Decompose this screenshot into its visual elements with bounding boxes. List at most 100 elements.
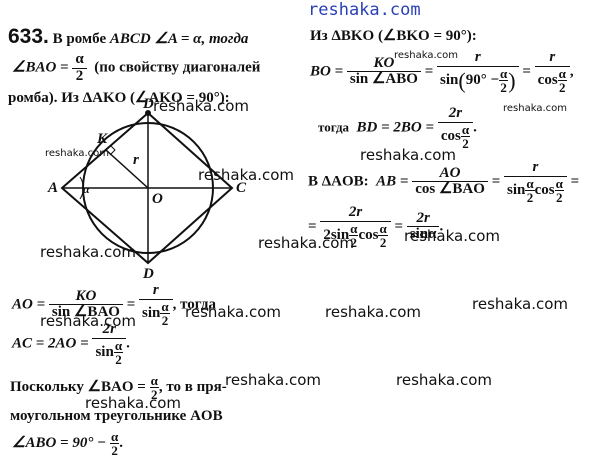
text: ABCD bbox=[109, 31, 151, 47]
watermark: reshaka.com bbox=[396, 371, 492, 389]
denominator: sin ∠BAO bbox=[51, 304, 120, 321]
problem-number: 633. bbox=[8, 25, 49, 48]
numerator: α bbox=[113, 337, 124, 353]
line-3: ромба). Из ΔAKO (∠AKO = 90°): bbox=[8, 90, 230, 106]
text: , то в пря- bbox=[158, 378, 227, 395]
numerator: r bbox=[504, 159, 567, 177]
denominator: 2 bbox=[500, 79, 507, 95]
watermark: reshaka.com bbox=[503, 103, 567, 114]
denominator: 2 bbox=[161, 312, 169, 328]
label-a: A bbox=[48, 180, 59, 196]
denominator: 2 bbox=[556, 189, 563, 205]
text: AO = bbox=[12, 296, 46, 313]
text: BD = 2BO = bbox=[356, 119, 435, 136]
numerator: α bbox=[109, 429, 120, 444]
label-c: C bbox=[236, 180, 247, 196]
numerator: 2r bbox=[437, 105, 474, 123]
text: BO = bbox=[310, 63, 344, 80]
angle-arc bbox=[79, 176, 84, 200]
text: . bbox=[119, 434, 123, 451]
watermark: reshaka.com bbox=[472, 295, 568, 313]
denominator: 2 bbox=[526, 189, 534, 205]
text: = bbox=[570, 173, 580, 190]
numerator: r bbox=[534, 49, 570, 67]
numerator: α bbox=[149, 373, 159, 388]
text: В ромбе bbox=[52, 31, 110, 47]
text-line: моугольном треугольнике AOB bbox=[10, 408, 223, 424]
label-alpha: α bbox=[83, 182, 90, 196]
text: ∠ABO = 90° − bbox=[12, 434, 107, 451]
numerator: α bbox=[460, 121, 471, 137]
rhombus-diagram bbox=[60, 110, 234, 265]
watermark: reshaka.com bbox=[40, 243, 136, 261]
text: В ΔAOB: bbox=[308, 173, 369, 190]
watermark: reshaka.com bbox=[85, 394, 181, 412]
text: = bbox=[394, 218, 404, 235]
numerator: r bbox=[437, 49, 519, 67]
watermark: reshaka.com bbox=[360, 146, 456, 164]
text: тогда bbox=[318, 119, 350, 135]
numerator: α bbox=[160, 298, 170, 314]
right-line-1: Из ΔBKO (∠BKO = 90°): bbox=[310, 28, 477, 44]
text: cos bbox=[358, 226, 379, 243]
watermark-top[interactable]: reshaka.com bbox=[308, 0, 421, 20]
numerator: α bbox=[349, 220, 359, 236]
denominator: 2 bbox=[115, 351, 122, 367]
text: ∠A = α, тогда bbox=[150, 31, 249, 47]
text: , тогда bbox=[172, 296, 216, 313]
text: AC = 2AO = bbox=[12, 335, 89, 352]
denominator: 2 bbox=[75, 67, 84, 84]
text: . bbox=[439, 218, 444, 235]
text: . bbox=[473, 119, 477, 136]
numerator: α bbox=[499, 65, 509, 81]
numerator: KO bbox=[48, 288, 123, 306]
label-r: r bbox=[133, 152, 139, 168]
numerator: α bbox=[557, 65, 567, 81]
text: . bbox=[126, 335, 130, 352]
text: = bbox=[308, 218, 317, 235]
numerator: α bbox=[525, 175, 535, 191]
text: , bbox=[569, 63, 574, 80]
denominator: 2 bbox=[559, 79, 566, 95]
denominator: 2 bbox=[350, 234, 358, 250]
text: = bbox=[491, 173, 501, 190]
text: cos bbox=[534, 181, 555, 198]
text: sin bbox=[95, 343, 114, 360]
right-angle-mark bbox=[109, 145, 116, 156]
vertex-point bbox=[145, 110, 151, 116]
text: cos bbox=[537, 71, 558, 88]
numerator: α bbox=[554, 175, 564, 191]
numerator: KO bbox=[346, 55, 421, 73]
denominator: 2 bbox=[462, 135, 469, 151]
text: cos bbox=[440, 127, 461, 144]
label-k: K bbox=[97, 131, 108, 147]
text: = bbox=[126, 296, 136, 313]
watermark: reshaka.com bbox=[185, 303, 281, 321]
watermark: reshaka.com bbox=[40, 312, 136, 330]
